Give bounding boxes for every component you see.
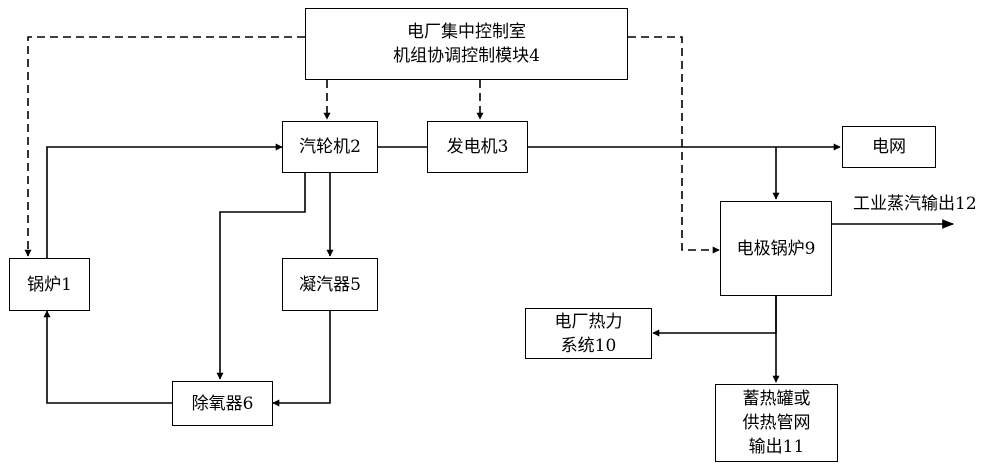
node-heat-storage-line2: 供热管网 — [742, 413, 811, 433]
node-control-room: 电厂集中控制室 机组协调控制模块4 — [305, 8, 628, 80]
node-electrode-boiler: 电极锅炉9 — [720, 201, 832, 296]
node-control-room-line1: 电厂集中控制室 — [406, 22, 526, 42]
node-boiler: 锅炉1 — [9, 258, 90, 311]
node-deaerator: 除氧器6 — [172, 381, 273, 426]
node-heat-storage-line3: 输出11 — [748, 437, 805, 457]
edge-control-to-boiler — [24, 36, 305, 257]
node-generator: 发电机3 — [427, 121, 528, 173]
edge-boiler-to-turbine — [46, 143, 283, 263]
edge-control-to-electrode-boiler — [628, 36, 720, 254]
edge-electrode-boiler-to-plant-thermal — [652, 296, 777, 337]
label-industrial-steam-output: 工业蒸汽输出12 — [853, 194, 977, 214]
node-generator-label: 发电机3 — [446, 137, 509, 157]
node-deaerator-label: 除氧器6 — [191, 393, 254, 414]
node-grid: 电网 — [842, 126, 936, 168]
node-condenser-label: 凝汽器5 — [299, 274, 361, 295]
edge-deaerator-to-boiler — [43, 310, 172, 404]
node-plant-thermal-system: 电厂热力 系统10 — [525, 308, 652, 359]
node-condenser: 凝汽器5 — [282, 258, 378, 311]
node-control-room-line2: 机组协调控制模块4 — [393, 46, 540, 66]
node-turbine: 汽轮机2 — [282, 121, 378, 173]
node-plant-thermal-line1: 电厂热力 — [554, 311, 623, 332]
node-plant-thermal-line2: 系统10 — [560, 335, 617, 356]
node-heat-storage-line1: 蓄热罐或 — [742, 389, 811, 409]
node-grid-label: 电网 — [872, 137, 906, 157]
node-heat-storage: 蓄热罐或 供热管网 输出11 — [715, 384, 838, 462]
node-boiler-label: 锅炉1 — [27, 274, 72, 295]
node-electrode-boiler-label: 电极锅炉9 — [736, 238, 816, 259]
edge-turbine-to-deaerator — [216, 173, 306, 380]
edge-condenser-to-deaerator — [272, 311, 331, 407]
node-turbine-label: 汽轮机2 — [299, 137, 361, 157]
